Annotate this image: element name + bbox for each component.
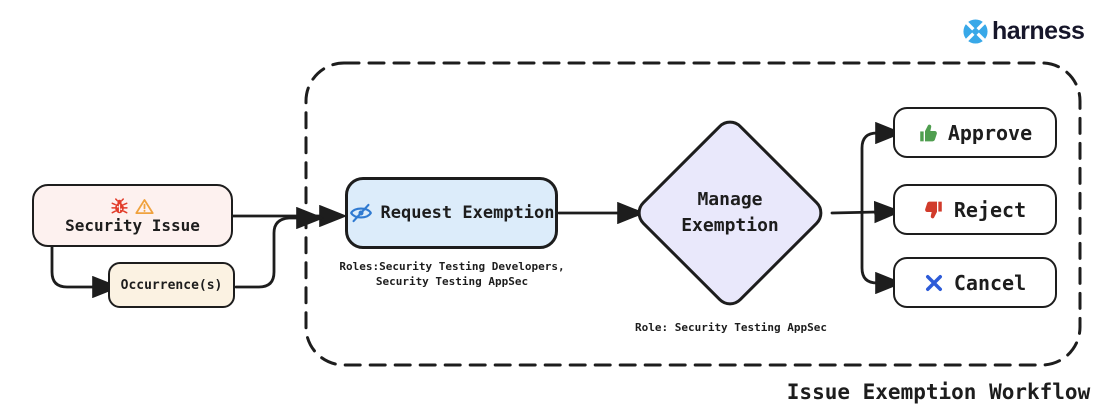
security-issue-icons xyxy=(111,198,154,215)
arrow-manage-to-reject xyxy=(830,200,903,224)
bug-icon xyxy=(111,198,128,214)
reject-label: Reject xyxy=(953,197,1027,222)
warning-icon xyxy=(135,199,154,215)
cancel-label: Cancel xyxy=(953,270,1027,295)
security-issue-label: Security Issue xyxy=(65,216,200,235)
thumbs-up-icon xyxy=(920,124,937,141)
manage-exemption-role-note: Role: Security Testing AppSec xyxy=(634,321,828,334)
node-reject: Reject xyxy=(893,184,1057,235)
request-exemption-label: Request Exemption xyxy=(380,203,555,223)
request-exemption-roles-note: Roles:Security Testing Developers, Secur… xyxy=(339,260,565,288)
harness-logo-text: harness xyxy=(992,17,1085,45)
thumbs-down-icon xyxy=(924,201,942,218)
eye-slash-icon xyxy=(349,203,372,223)
approve-label: Approve xyxy=(947,120,1033,145)
workflow-caption: Issue Exemption Workflow xyxy=(786,380,1091,404)
harness-logo-icon xyxy=(963,19,988,44)
node-security-issue: Security Issue xyxy=(32,184,233,247)
harness-logo: harness xyxy=(962,17,1085,46)
occurrence-label: Occurrence(s) xyxy=(120,277,223,293)
arrow-manage-to-approve xyxy=(860,121,904,215)
arrow-security-to-occurrence xyxy=(50,244,121,299)
x-icon xyxy=(925,274,942,291)
node-request-exemption: Request Exemption xyxy=(345,177,558,249)
node-cancel: Cancel xyxy=(893,257,1057,308)
node-occurrence: Occurrence(s) xyxy=(108,262,235,308)
node-approve: Approve xyxy=(893,107,1057,158)
manage-exemption-label: Manage Exemption xyxy=(681,189,779,236)
arrow-occurrence-to-request xyxy=(234,206,325,289)
node-manage-exemption: Manage Exemption xyxy=(631,114,829,312)
arrow-manage-to-cancel xyxy=(860,211,904,295)
